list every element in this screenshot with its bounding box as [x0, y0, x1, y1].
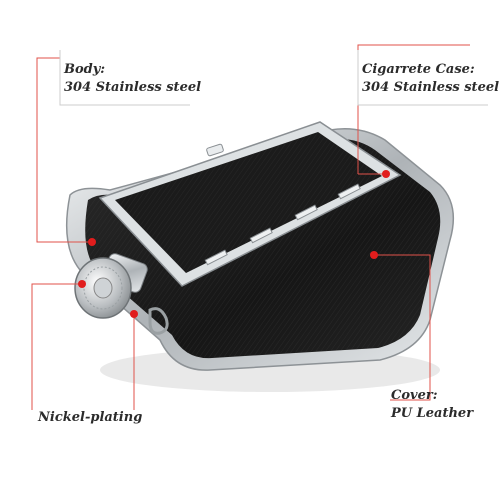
callout-case-detail: 304 Stainless steel: [362, 80, 500, 95]
dot-case: [382, 170, 390, 178]
cap-chain: [148, 307, 169, 335]
callout-cover: Cover: PU Leather: [391, 387, 473, 423]
callout-cover-detail: PU Leather: [391, 406, 474, 421]
callout-nickel: Nickel-plating: [38, 409, 142, 427]
leader-body: [36, 57, 92, 243]
dot-body: [88, 238, 96, 246]
case-latch: [206, 143, 224, 157]
callout-nickel-title: Nickel-plating: [38, 410, 143, 425]
marker-dots: [78, 170, 390, 318]
leader-cover: [374, 254, 431, 401]
callout-body: Body: 304 Stainless steel: [64, 61, 201, 97]
dot-nickel-neck: [130, 310, 138, 318]
callout-cover-title: Cover:: [391, 388, 438, 403]
callout-body-title: Body:: [64, 62, 106, 77]
case-hinge: [204, 183, 361, 266]
leader-case: [357, 44, 470, 58]
leader-lines: [31, 44, 470, 410]
dot-nickel-cap: [78, 280, 86, 288]
dot-cover: [370, 251, 378, 259]
callout-case: Cigarrete Case: 304 Stainless steel: [362, 61, 499, 97]
callout-case-title: Cigarrete Case:: [362, 62, 475, 77]
leader-nickel: [31, 283, 82, 410]
callout-body-detail: 304 Stainless steel: [64, 80, 202, 95]
